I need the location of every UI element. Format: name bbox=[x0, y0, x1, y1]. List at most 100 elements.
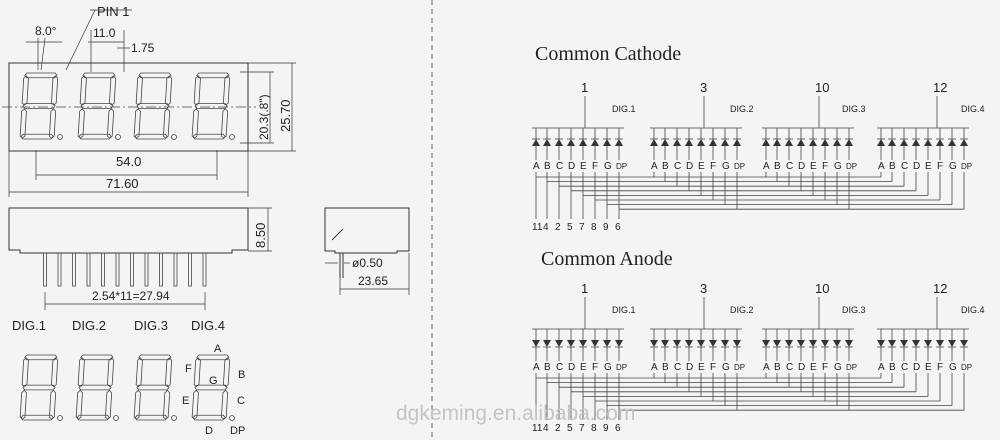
segment-horizontal bbox=[24, 72, 58, 79]
segment-vertical bbox=[163, 389, 171, 420]
watermark: dgkeming.en.alibaba.com bbox=[396, 402, 635, 425]
segment-label: DP bbox=[734, 363, 745, 372]
led-diode bbox=[685, 139, 693, 146]
pin bbox=[57, 252, 62, 287]
led-diode bbox=[543, 139, 551, 146]
segment-vertical bbox=[133, 389, 141, 420]
segment-label: B bbox=[544, 362, 551, 373]
segment-label: B bbox=[889, 161, 896, 172]
segment-label: G bbox=[834, 362, 842, 373]
led-diode bbox=[543, 340, 551, 347]
decimal-point bbox=[171, 415, 177, 421]
segment-horizontal bbox=[80, 354, 114, 361]
digit-label-4: DIG.4 bbox=[191, 318, 225, 333]
segment-label-c: C bbox=[237, 395, 245, 407]
pin bbox=[86, 252, 91, 287]
led-diode bbox=[960, 139, 968, 146]
angle-label: 8.0° bbox=[35, 24, 57, 38]
bottom-pin-label: 7 bbox=[579, 423, 585, 434]
segment-horizontal bbox=[194, 103, 228, 109]
led-diode bbox=[661, 139, 669, 146]
led-diode bbox=[579, 139, 587, 146]
segment-horizontal bbox=[194, 384, 228, 391]
led-diode bbox=[661, 340, 669, 347]
segment-label: DP bbox=[616, 162, 627, 171]
segment-label: C bbox=[674, 161, 681, 172]
segment-vertical bbox=[21, 75, 29, 106]
led-diode bbox=[532, 340, 540, 347]
segment-vertical bbox=[223, 357, 231, 388]
digit-height-label: 20.3(.8") bbox=[257, 94, 271, 140]
segment-label: C bbox=[901, 161, 908, 172]
led-diode bbox=[591, 139, 599, 146]
top-pin-label: 12 bbox=[933, 281, 947, 296]
segment-horizontal bbox=[196, 72, 230, 79]
common-anode-title: Common Anode bbox=[541, 248, 673, 270]
pin bbox=[188, 252, 192, 287]
segment-vertical bbox=[133, 108, 141, 139]
pin1-label: PIN 1 bbox=[97, 4, 130, 19]
led-diode bbox=[888, 139, 896, 146]
pin bbox=[159, 252, 163, 287]
segment-vertical bbox=[193, 75, 201, 106]
segment-vertical bbox=[135, 357, 143, 388]
led-diode bbox=[615, 139, 623, 146]
led-diode bbox=[877, 139, 885, 146]
decimal-point bbox=[57, 134, 63, 140]
segment-label: D bbox=[568, 161, 575, 172]
decimal-point bbox=[57, 415, 63, 421]
segment-vertical bbox=[19, 389, 27, 420]
led-diode bbox=[924, 340, 932, 347]
segment-label: A bbox=[763, 161, 770, 172]
front-digit-1 bbox=[19, 72, 63, 140]
segment-horizontal bbox=[78, 133, 112, 140]
depth-label: 23.65 bbox=[358, 274, 388, 288]
bottom-pin-label: 8 bbox=[591, 423, 597, 434]
led-diode bbox=[567, 340, 575, 347]
segment-label: C bbox=[674, 362, 681, 373]
digit-label: DIG.3 bbox=[842, 305, 866, 315]
segment-horizontal bbox=[22, 103, 56, 109]
led-diode bbox=[615, 340, 623, 347]
bottom-pin-label: 6 bbox=[615, 222, 621, 233]
segment-label: D bbox=[686, 161, 693, 172]
segment-horizontal bbox=[192, 414, 226, 421]
top-pin-label: 3 bbox=[700, 80, 707, 95]
legend-digit-3 bbox=[133, 354, 177, 421]
segment-horizontal bbox=[138, 72, 172, 79]
segment-label: E bbox=[580, 161, 587, 172]
segment-label: D bbox=[686, 362, 693, 373]
decimal-point bbox=[115, 134, 121, 140]
pin bbox=[202, 252, 207, 287]
top-pin-label: 10 bbox=[815, 281, 829, 296]
pin bbox=[72, 252, 76, 287]
pin bbox=[101, 252, 105, 287]
bottom-pin-label: 11 bbox=[532, 222, 543, 233]
led-diode bbox=[709, 340, 717, 347]
segment-vertical bbox=[75, 389, 83, 420]
top-pin-label: 1 bbox=[581, 281, 588, 296]
pin bbox=[130, 252, 134, 287]
digit-label-2: DIG.2 bbox=[72, 318, 106, 333]
segment-label: G bbox=[722, 362, 730, 373]
led-diode bbox=[785, 139, 793, 146]
segment-label: G bbox=[949, 161, 957, 172]
led-diode bbox=[673, 340, 681, 347]
segment-label: D bbox=[568, 362, 575, 373]
bottom-pin-label: 5 bbox=[567, 222, 573, 233]
segment-label: F bbox=[710, 161, 716, 172]
led-diode bbox=[833, 139, 841, 146]
segment-vertical bbox=[105, 389, 113, 420]
segment-vertical bbox=[77, 108, 85, 139]
segment-label: F bbox=[937, 362, 943, 373]
segment-horizontal bbox=[22, 384, 56, 391]
segment-horizontal bbox=[82, 72, 116, 79]
segment-label-d: D bbox=[205, 425, 213, 437]
segment-label: DP bbox=[961, 363, 972, 372]
segment-horizontal bbox=[196, 354, 230, 361]
segment-label-g: G bbox=[209, 375, 218, 387]
digit-label-3: DIG.3 bbox=[134, 318, 168, 333]
digit-label: DIG.2 bbox=[730, 305, 754, 315]
led-diode bbox=[762, 340, 770, 347]
